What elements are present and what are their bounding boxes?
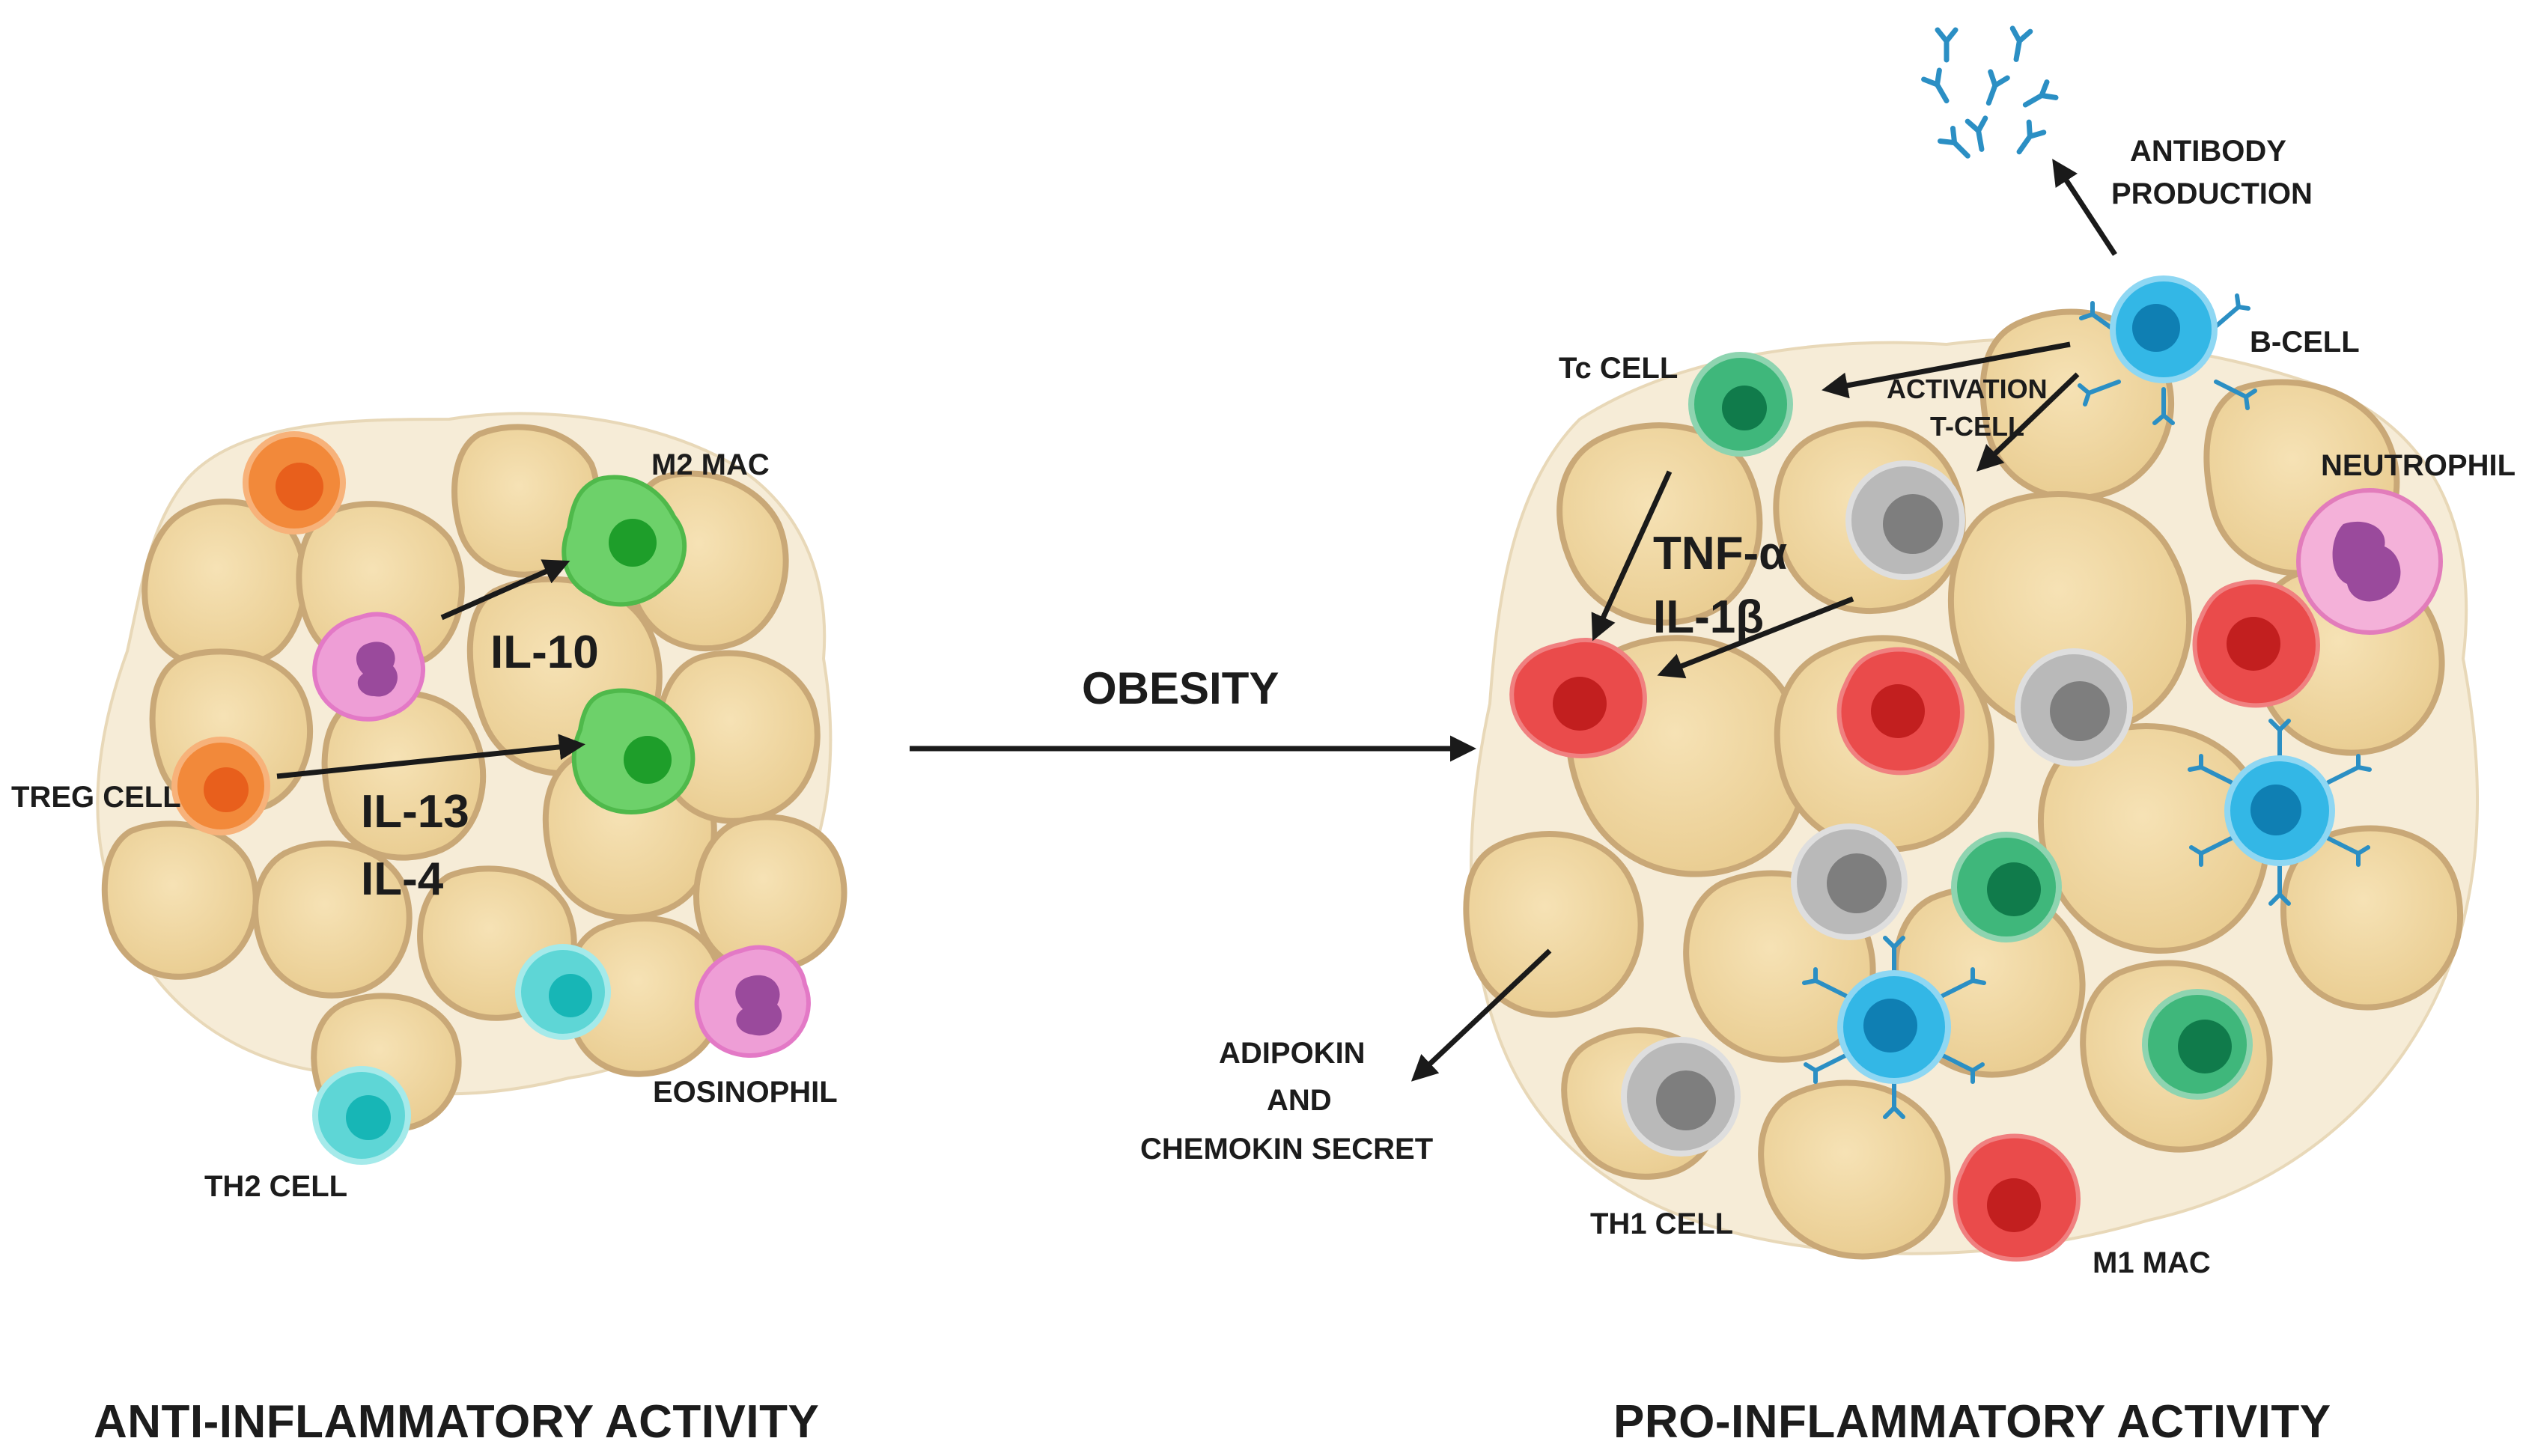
antibody-icon xyxy=(1985,69,2010,106)
m2-macrophage-lower xyxy=(571,688,696,814)
label-eosinophil: EOSINOPHIL xyxy=(653,1076,838,1109)
tc-cell-mid xyxy=(1951,832,2062,942)
m1-macrophage-right xyxy=(2192,579,2320,708)
label-adipokin-line3: CHEMOKIN SECRET xyxy=(1140,1133,1433,1166)
b-cell-lower xyxy=(1802,936,1986,1119)
label-neutrophil: NEUTROPHIL xyxy=(2321,449,2516,482)
th1-cell-2 xyxy=(2015,648,2133,767)
arrow-eosinophil-to-m2 xyxy=(440,559,570,621)
label-adipokin-line1: ADIPOKIN xyxy=(1219,1037,1366,1070)
tc-cell-top xyxy=(1688,352,1793,457)
label-obesity: OBESITY xyxy=(1082,663,1279,713)
antibody-icon xyxy=(2022,79,2059,108)
eosinophil-cell-lower xyxy=(694,945,811,1058)
eosinophil-cell-upper xyxy=(312,612,425,722)
tc-cell-lower xyxy=(2142,989,2253,1100)
label-th2-cell: TH2 CELL xyxy=(204,1170,347,1203)
antibody-icon xyxy=(2016,119,2047,155)
arrow-treg-to-m2 xyxy=(276,734,585,779)
right-cells xyxy=(1509,275,2443,1262)
label-il1-beta: IL-1β xyxy=(1653,591,1764,643)
right-panel-title: PRO-INFLAMMATORY ACTIVITY xyxy=(1613,1396,2331,1448)
th1-cell xyxy=(1621,1037,1741,1157)
th2-cell xyxy=(312,1066,411,1165)
label-adipokin-line2: AND xyxy=(1267,1084,1332,1117)
arrow-b-cell-to-th1 xyxy=(1976,372,2080,472)
label-antibody-production-line1: ANTIBODY xyxy=(2130,135,2286,168)
antibody-icon xyxy=(1935,27,1959,63)
antibody-icon xyxy=(1921,67,1950,104)
antibody-icon xyxy=(2009,25,2033,62)
arrow-b-cell-to-antibodies xyxy=(2052,159,2117,256)
left-panel-title: ANTI-INFLAMMATORY ACTIVITY xyxy=(94,1396,819,1448)
m1-macrophage xyxy=(1953,1133,2081,1262)
left-arrows xyxy=(276,559,585,779)
antibodies xyxy=(1921,25,2059,159)
label-m2-mac: M2 MAC xyxy=(651,448,770,481)
label-th1-cell: TH1 CELL xyxy=(1590,1207,1733,1240)
label-tc-cell: Tc CELL xyxy=(1559,352,1678,385)
antibody-icon xyxy=(1938,126,1970,159)
m2-macrophage-upper xyxy=(561,475,687,607)
arrow-tc-cell-to-m1 xyxy=(1591,470,1673,642)
arrow-th1-to-m1 xyxy=(1657,596,1854,679)
m1-macrophage-left xyxy=(1509,638,1647,758)
treg-cell-top xyxy=(243,431,346,534)
label-il13: IL-13 xyxy=(361,786,469,838)
th2-cell-mid xyxy=(515,944,611,1040)
left-cells xyxy=(171,431,811,1165)
th1-cell-1 xyxy=(1845,460,1965,580)
label-activation-line2: T-CELL xyxy=(1930,411,2024,442)
label-treg-cell: TREG CELL xyxy=(11,781,181,814)
label-tnf-alpha: TNF-α xyxy=(1653,528,1787,579)
treg-cell xyxy=(171,737,270,835)
label-m1-mac: M1 MAC xyxy=(2093,1246,2211,1279)
label-b-cell: B-CELL xyxy=(2250,326,2360,359)
label-antibody-production-line2: PRODUCTION xyxy=(2111,177,2313,210)
antibody-icon xyxy=(1965,115,1988,152)
th1-cell-3 xyxy=(1791,823,1908,940)
b-cell-right xyxy=(2188,719,2372,906)
neutrophil-cell xyxy=(2296,488,2443,635)
label-il4: IL-4 xyxy=(361,853,444,905)
arrow-adipocyte-secretion xyxy=(1410,948,1552,1082)
right-arrows xyxy=(1410,159,2117,1082)
label-activation-line1: ACTIVATION xyxy=(1887,374,2048,404)
arrow-b-cell-to-tc-cell xyxy=(1822,341,2071,399)
m1-macrophage-center xyxy=(1836,647,1965,776)
label-il10: IL-10 xyxy=(490,627,599,678)
b-cell-top xyxy=(2078,275,2257,425)
